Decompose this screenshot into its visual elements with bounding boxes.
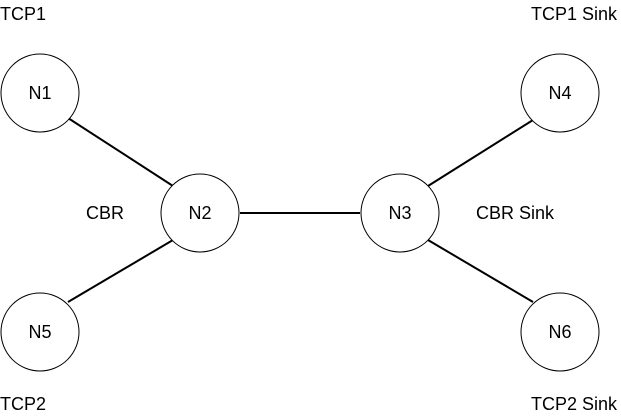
node-label: N5 (28, 322, 51, 342)
edges (67, 117, 534, 303)
label-cbr: CBR (86, 203, 124, 223)
node-label: N1 (28, 83, 51, 103)
node-label: N4 (548, 83, 571, 103)
label-tcp2: TCP2 (0, 394, 46, 414)
node-n6: N6 (520, 292, 600, 372)
node-n3: N3 (360, 173, 440, 253)
node-n5: N5 (0, 292, 80, 372)
label-tcp2-sink: TCP2 Sink (531, 394, 618, 414)
node-circle (0, 53, 80, 133)
node-label: N6 (548, 322, 571, 342)
node-n1: N1 (0, 53, 80, 133)
node-circle (520, 53, 600, 133)
label-tcp1: TCP1 (0, 4, 46, 24)
node-circle (0, 292, 80, 372)
edge-n3-n6 (427, 239, 534, 303)
node-circle (520, 292, 600, 372)
node-circle (160, 173, 240, 253)
node-label: N2 (188, 203, 211, 223)
edge-n5-n2 (67, 239, 174, 303)
node-n2: N2 (160, 173, 240, 253)
label-cbr-sink: CBR Sink (476, 203, 555, 223)
label-tcp1-sink: TCP1 Sink (531, 4, 618, 24)
node-n4: N4 (520, 53, 600, 133)
edge-n1-n2 (67, 117, 174, 187)
edge-n3-n4 (427, 119, 534, 187)
node-label: N3 (388, 203, 411, 223)
node-circle (360, 173, 440, 253)
